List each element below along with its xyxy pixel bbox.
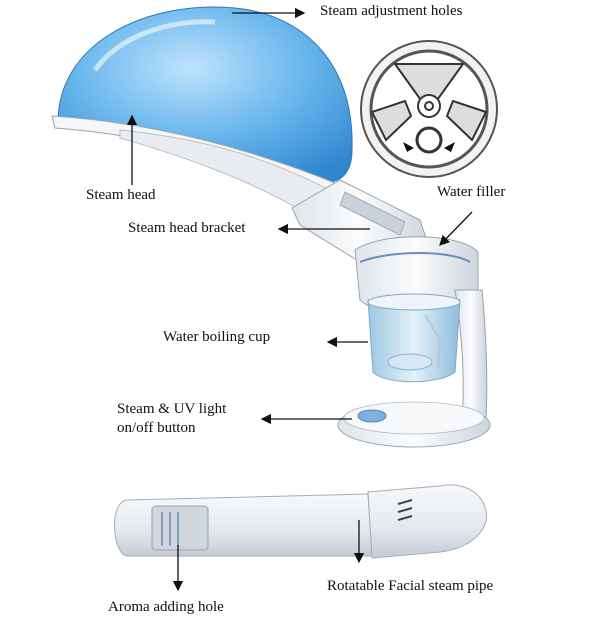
steamer-body — [337, 236, 491, 448]
water-boiling-cup — [367, 293, 461, 383]
label-steam-uv-line2: on/off button — [117, 420, 196, 436]
callout-arrows — [126, 7, 473, 592]
label-rotatable-steam-pipe: Rotatable Facial steam pipe — [327, 578, 494, 594]
label-aroma-adding-hole: Aroma adding hole — [108, 599, 224, 615]
label-water-filler: Water filler — [437, 184, 506, 200]
label-water-boiling-cup: Water boiling cup — [163, 329, 271, 345]
steam-head — [51, 6, 353, 211]
arrow-water-filler — [439, 211, 473, 246]
aroma-hole-icon — [151, 505, 209, 551]
on-off-button-icon — [357, 409, 387, 423]
label-steam-uv-button: Steam & UV light on/off button — [117, 400, 267, 438]
steamer-base — [337, 401, 491, 448]
label-steam-head-bracket: Steam head bracket — [128, 220, 246, 236]
facial-steam-pipe — [114, 484, 487, 559]
steam-holes-inset — [360, 40, 498, 178]
label-steam-uv-line1: Steam & UV light — [117, 401, 227, 417]
label-steam-adjustment-holes: Steam adjustment holes — [320, 3, 463, 19]
label-steam-head: Steam head — [86, 187, 156, 203]
